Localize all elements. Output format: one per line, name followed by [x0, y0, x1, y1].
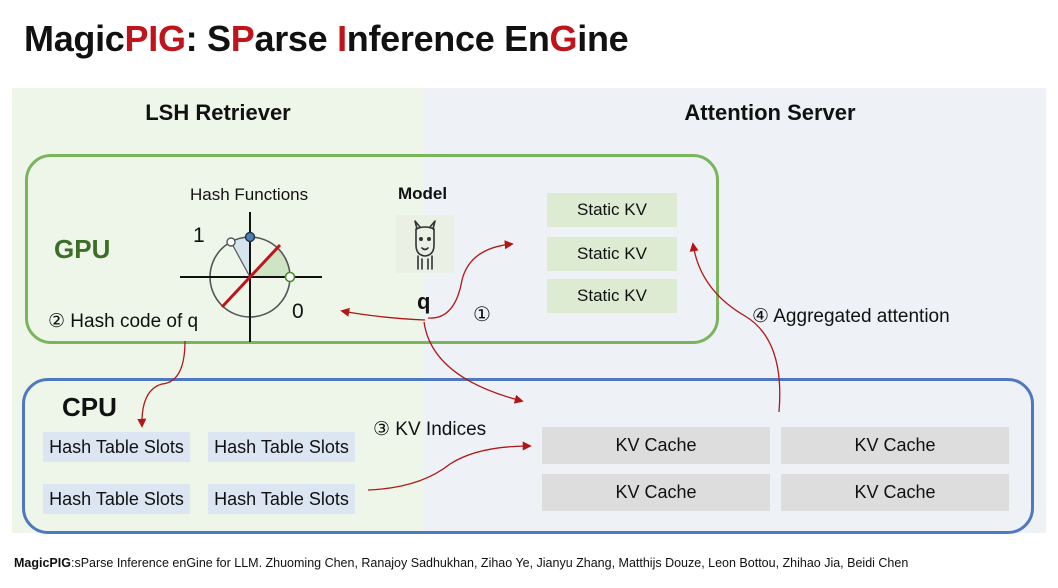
footer-citation: MagicPIG:sParse Inference enGine for LLM…: [14, 556, 909, 570]
kv-cache: KV Cache: [781, 474, 1009, 511]
hash-circle-icon: [180, 212, 322, 342]
arrow-q-to-kv-cache: [423, 321, 524, 404]
model-label: Model: [398, 184, 448, 203]
axis-one-label: 1: [193, 224, 205, 247]
static-kv: Static KV: [547, 193, 677, 227]
hash-functions-label: Hash Functions: [190, 185, 309, 204]
arrow-q-to-attention: [427, 240, 514, 319]
step1-label: ①: [473, 304, 491, 326]
gpu-label: GPU: [54, 234, 111, 264]
gpu-box: [25, 154, 719, 344]
kv-cache: KV Cache: [542, 474, 770, 511]
static-kv: Static KV: [547, 237, 677, 271]
static-kv: Static KV: [547, 279, 677, 313]
cpu-label: CPU: [62, 392, 117, 422]
hash-table-slot: Hash Table Slots: [43, 484, 190, 514]
q-label: q: [417, 289, 431, 314]
lsh-retriever-header: LSH Retriever: [145, 100, 291, 125]
attention-server-header: Attention Server: [684, 100, 856, 125]
hash-table-slot: Hash Table Slots: [43, 432, 190, 462]
arrow-aggregated-attention: [689, 242, 781, 413]
axis-zero-label: 0: [292, 300, 304, 323]
arrow-q-to-hash: [340, 307, 426, 321]
page-title: MagicPIG: SParse Inference EnGine: [24, 18, 629, 59]
kv-indices-label: ③ KV Indices: [373, 419, 487, 440]
kv-cache: KV Cache: [781, 427, 1009, 464]
cpu-box: [22, 378, 1034, 534]
hash-code-label: ② Hash code of q: [48, 311, 199, 332]
aggregated-attention-label: ④ Aggregated attention: [752, 306, 950, 327]
llama-icon: [396, 215, 454, 273]
hash-table-slot: Hash Table Slots: [208, 484, 355, 514]
hash-table-slot: Hash Table Slots: [208, 432, 355, 462]
arrow-slots-to-kv-cache: [367, 441, 532, 491]
kv-cache: KV Cache: [542, 427, 770, 464]
arrow-hash-to-slots: [137, 340, 186, 428]
